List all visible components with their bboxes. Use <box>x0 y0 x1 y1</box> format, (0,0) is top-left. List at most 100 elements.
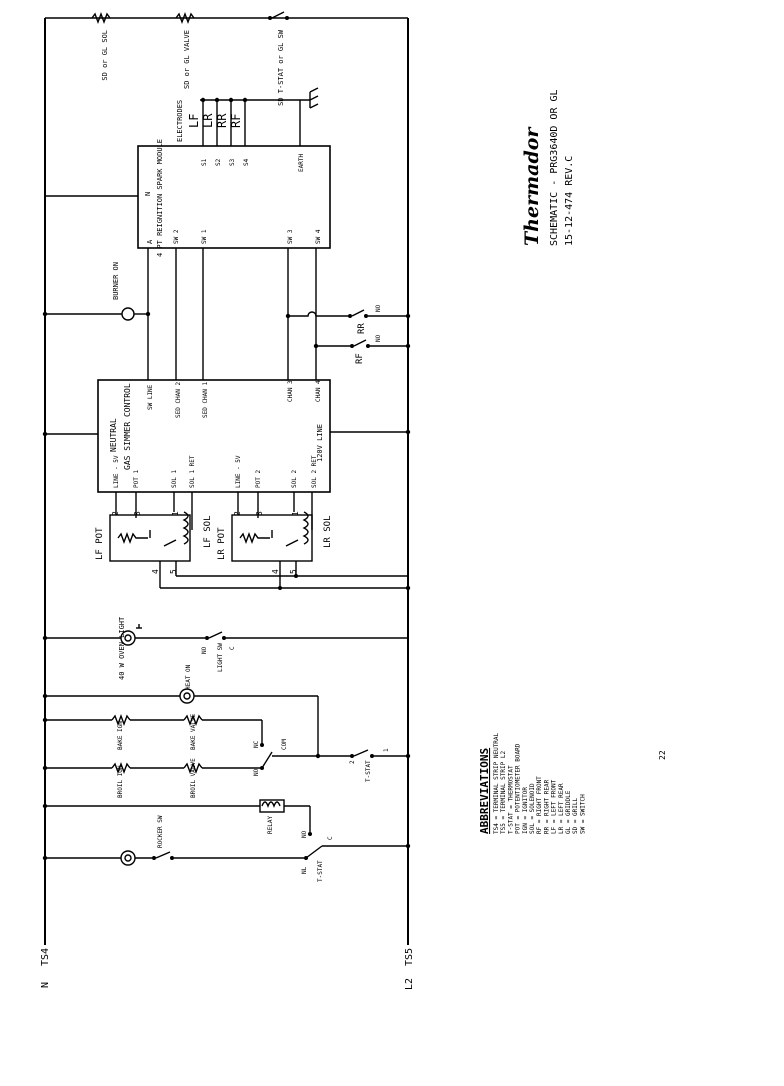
lr-term-1: 1 <box>291 511 300 516</box>
line-5v-b-label: LINE - 5V <box>235 455 242 488</box>
sd-gl-valve-label: SD or GL VALVE <box>183 30 191 89</box>
light-sw-c: C <box>229 646 236 650</box>
relay-com-label: COM <box>281 739 288 750</box>
line-5v-a-label: LINE - 5V <box>113 455 120 488</box>
broil-valve-label: BROIL VALVE <box>190 758 197 798</box>
light-sw-no: NO <box>201 646 208 654</box>
electrode-rf-label: RF <box>229 114 243 128</box>
top-branch <box>91 11 289 24</box>
spark-s3-label: S3 <box>229 158 236 166</box>
spark-n-label: N <box>144 192 152 196</box>
broil-ign-label: BROIL IGN <box>117 765 124 798</box>
electrode-lf-label: LF <box>187 114 201 128</box>
oven-light-label: 40 W OVEN LIGHT <box>118 616 126 680</box>
relay-coil <box>42 799 311 832</box>
abbreviation-item: RR = RIGHT REAR <box>543 779 550 834</box>
spark-sw2-label: SW 2 <box>173 229 180 244</box>
spark-s4-label: S4 <box>243 158 250 166</box>
sol2-label: SOL 2 <box>291 470 298 488</box>
terminal-ts4: TS4 <box>40 948 51 966</box>
lf-term-3: 3 <box>133 511 142 516</box>
bake-ign-label: BAKE IGN <box>117 721 124 750</box>
sed-chan2-label: SED CHAN 2 <box>175 381 182 418</box>
lf-term-2: 2 <box>111 511 120 516</box>
rocker-sw-label: ROCKER SW <box>157 815 164 848</box>
gas-simmer-control-box <box>97 379 331 493</box>
tstat-sw-label: SD T-STAT or GL SW <box>277 29 285 106</box>
sd-gl-sol-label: SD or GL SOL <box>101 30 109 81</box>
relay-switch <box>260 743 411 770</box>
sol1-ret-label: SOL 1 RET <box>189 455 196 488</box>
spark-s1-label: S1 <box>201 158 208 166</box>
electrode-lr-label: LR <box>201 113 215 128</box>
rr-no-label: NO <box>375 304 382 312</box>
abbreviation-item: SD = GRILL <box>572 797 579 834</box>
abbreviation-item: RF = RIGHT FRONT <box>536 776 543 834</box>
line-120v-label: 120V LINE <box>316 424 324 462</box>
tstat-a-1: 1 <box>383 748 390 752</box>
broil-branch <box>42 762 262 774</box>
electrodes <box>200 87 319 146</box>
lr-term-5: 5 <box>289 569 298 574</box>
abbreviation-item: TS5 = TERMINAL STRIP L2 <box>500 751 507 834</box>
spark-sw1-label: SW 1 <box>201 229 208 244</box>
lf-term-1: 1 <box>171 511 180 516</box>
chan3-label: CHAN 3 <box>287 380 294 402</box>
abbreviations-block: ABBREVIATIONS TS4 = TERMINAL STRIP NEUTR… <box>478 732 586 834</box>
spark-sw4-label: SW 4 <box>315 229 322 244</box>
lr-term-3: 3 <box>255 511 264 516</box>
relay-label: RELAY <box>267 816 274 834</box>
sw-line-label: SW LINE <box>147 384 154 410</box>
gas-control-label: GAS SIMMER CONTROL <box>123 383 132 470</box>
electrode-rr-label: RR <box>215 113 229 128</box>
lr-pot-sol <box>231 492 313 588</box>
terminal-ts5: TS5 <box>404 948 415 966</box>
abbreviation-item: IGN = IGNITOR <box>522 787 529 834</box>
heat-on-label: HEAT ON <box>185 664 192 690</box>
oven-light-branch <box>42 624 408 646</box>
rocker-tstat-branch <box>42 832 411 866</box>
rr-switch-label: RR <box>357 323 367 334</box>
abbreviation-item: LF = LEFT FRONT <box>551 779 558 834</box>
abbreviation-item: T-STAT = THERMOSTAT <box>507 765 514 834</box>
schematic-number: 15-12-474 REV.C <box>564 156 575 246</box>
lf-term-4: 4 <box>151 569 160 574</box>
schematic-title: SCHEMATIC - PRG3640D OR GL <box>549 89 560 246</box>
page-number: 22 <box>658 750 667 760</box>
rr-rf-switches <box>285 309 411 349</box>
rf-switch-label: RF <box>355 353 365 364</box>
spark-sw3-label: SW 3 <box>287 229 294 244</box>
lf-pot-label: LF POT <box>95 527 105 560</box>
spark-module-label: 4 PT REIGNITION SPARK MODULE <box>156 139 164 257</box>
lr-term-4: 4 <box>271 569 280 574</box>
terminal-l2: L2 <box>404 978 415 990</box>
abbreviation-item: SW = SWITCH <box>579 794 586 834</box>
bake-branch <box>42 714 263 745</box>
abbreviations-heading: ABBREVIATIONS <box>478 748 491 834</box>
lr-term-2: 2 <box>233 511 242 516</box>
terminal-n: N <box>40 982 51 988</box>
abbreviation-item: TS4 = TERMINAL STRIP NEUTRAL <box>493 732 500 834</box>
tstat-a-2: 2 <box>349 760 356 764</box>
abbreviation-item: SOL = SOLENOID <box>529 783 536 834</box>
spark-earth-label: EARTH <box>298 154 305 172</box>
spark-a-label: A <box>146 239 154 244</box>
spark-module-box <box>137 145 331 249</box>
tstat-a-label: T-STAT <box>365 760 372 782</box>
light-sw-label: LIGHT SW <box>217 643 224 672</box>
solenoid-return-bus <box>160 574 411 591</box>
lr-pot-label: LR POT <box>217 527 227 560</box>
spark-s2-label: S2 <box>215 158 222 166</box>
abbreviation-item: LR = LEFT REAR <box>558 783 565 834</box>
pot2-label: POT 2 <box>255 470 262 488</box>
bake-valve-label: BAKE VALVE <box>190 713 197 750</box>
tstat-b-nl: NL <box>301 866 308 874</box>
tstat-b-br: NO <box>301 830 308 838</box>
sol2-ret-label: SOL 2 RET <box>311 455 318 488</box>
lr-sol-label: LR SOL <box>323 515 333 548</box>
tstat-b-c: C <box>327 836 334 840</box>
tstat-b-label: T-STAT <box>317 860 324 882</box>
sol1-label: SOL 1 <box>171 470 178 488</box>
